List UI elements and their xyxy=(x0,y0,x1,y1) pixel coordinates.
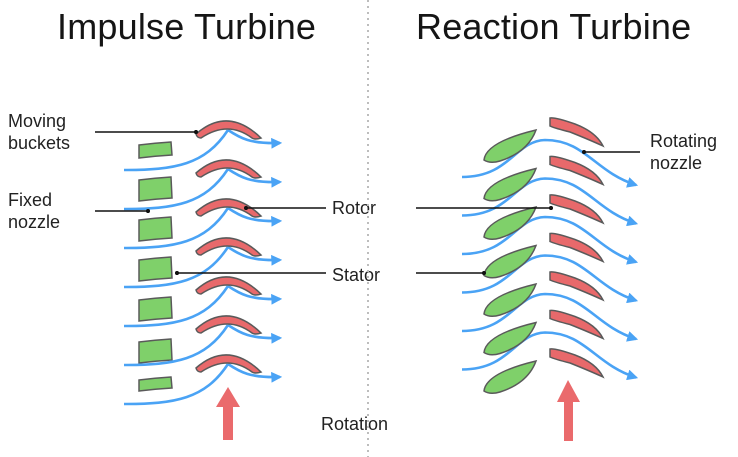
impulse-stator-blade xyxy=(138,176,173,202)
reaction-flow-line xyxy=(461,331,639,381)
impulse-flow-line xyxy=(123,324,230,367)
impulse-flow-exit-arrow xyxy=(227,206,283,227)
impulse-flow-line xyxy=(123,129,230,172)
rotating-nozzle-label-line1: Rotating xyxy=(650,131,718,151)
impulse-stator-blade xyxy=(138,141,173,159)
impulse-rotor-bucket xyxy=(195,198,263,218)
reaction-flow-line xyxy=(461,215,639,265)
rotation-label: Rotation xyxy=(321,414,389,434)
reaction-stator-blade xyxy=(483,205,538,241)
reaction-stator-blade xyxy=(483,167,538,202)
reaction-rotor-blade xyxy=(549,309,605,341)
impulse-flow-exit-arrow xyxy=(227,323,283,344)
impulse-flow-exit-arrow xyxy=(227,128,283,149)
impulse-stator-blade xyxy=(138,338,173,364)
moving-buckets-label-line2: buckets xyxy=(8,133,71,153)
reaction-rotor-blade xyxy=(549,348,605,379)
reaction-flow-line xyxy=(461,254,639,304)
moving-buckets-label-line1: Moving xyxy=(8,111,67,131)
reaction-flow-line xyxy=(461,292,639,342)
impulse-flow-exit-arrow xyxy=(227,362,283,383)
impulse-rotor-bucket xyxy=(195,159,263,179)
impulse-flow-exit-arrow xyxy=(227,284,283,305)
impulse-flow-exit-arrow xyxy=(227,245,283,266)
reaction-rotor-blade xyxy=(549,117,605,148)
rotor-label: Rotor xyxy=(332,198,377,218)
impulse-flow-line xyxy=(123,168,230,211)
fixed-nozzle-label: Fixed nozzle xyxy=(8,189,60,233)
leader-lines xyxy=(95,129,640,276)
reaction-stator-blade xyxy=(483,128,538,164)
reaction-stator-blade xyxy=(483,321,538,356)
impulse-rotation-arrow-icon xyxy=(216,387,240,440)
impulse-turbine-title: Impulse Turbine xyxy=(57,6,317,47)
moving-buckets-label: Moving buckets xyxy=(8,110,70,154)
reaction-turbine-title: Reaction Turbine xyxy=(416,6,692,47)
impulse-rotor-bucket xyxy=(195,120,263,140)
impulse-rotor-bucket xyxy=(195,276,263,296)
reaction-stator-blade xyxy=(483,282,538,318)
impulse-flow-exit-arrow xyxy=(227,167,283,188)
impulse-flow-line xyxy=(123,207,230,250)
reaction-rotor-blade xyxy=(549,194,605,225)
impulse-flow-line xyxy=(123,246,230,289)
impulse-rotor-bucket xyxy=(195,237,263,257)
reaction-flow-line xyxy=(461,138,639,188)
rotating-nozzle-label: Rotating nozzle xyxy=(650,130,717,174)
impulse-flow-line xyxy=(123,363,230,406)
reaction-stator-blade xyxy=(483,359,538,395)
fixed-nozzle-label-line2: nozzle xyxy=(8,212,61,232)
impulse-stator-blade xyxy=(138,296,173,322)
impulse-stator-blade xyxy=(138,256,173,282)
impulse-stator-blade xyxy=(138,376,173,392)
impulse-flow-line xyxy=(123,285,230,328)
fixed-nozzle-label-line1: Fixed xyxy=(8,190,53,210)
impulse-rotor-bucket xyxy=(195,315,263,335)
reaction-rotor-blade xyxy=(549,155,605,187)
reaction-turbine-diagram xyxy=(461,117,639,441)
impulse-stator-blade xyxy=(138,216,173,242)
impulse-rotor-bucket xyxy=(195,354,263,374)
reaction-rotor-blade xyxy=(549,232,605,264)
reaction-rotor-blade xyxy=(549,271,605,302)
impulse-turbine-diagram xyxy=(123,120,283,440)
reaction-rotation-arrow-icon xyxy=(557,380,580,441)
rotating-nozzle-label-line2: nozzle xyxy=(650,153,703,173)
reaction-stator-blade xyxy=(483,244,538,279)
